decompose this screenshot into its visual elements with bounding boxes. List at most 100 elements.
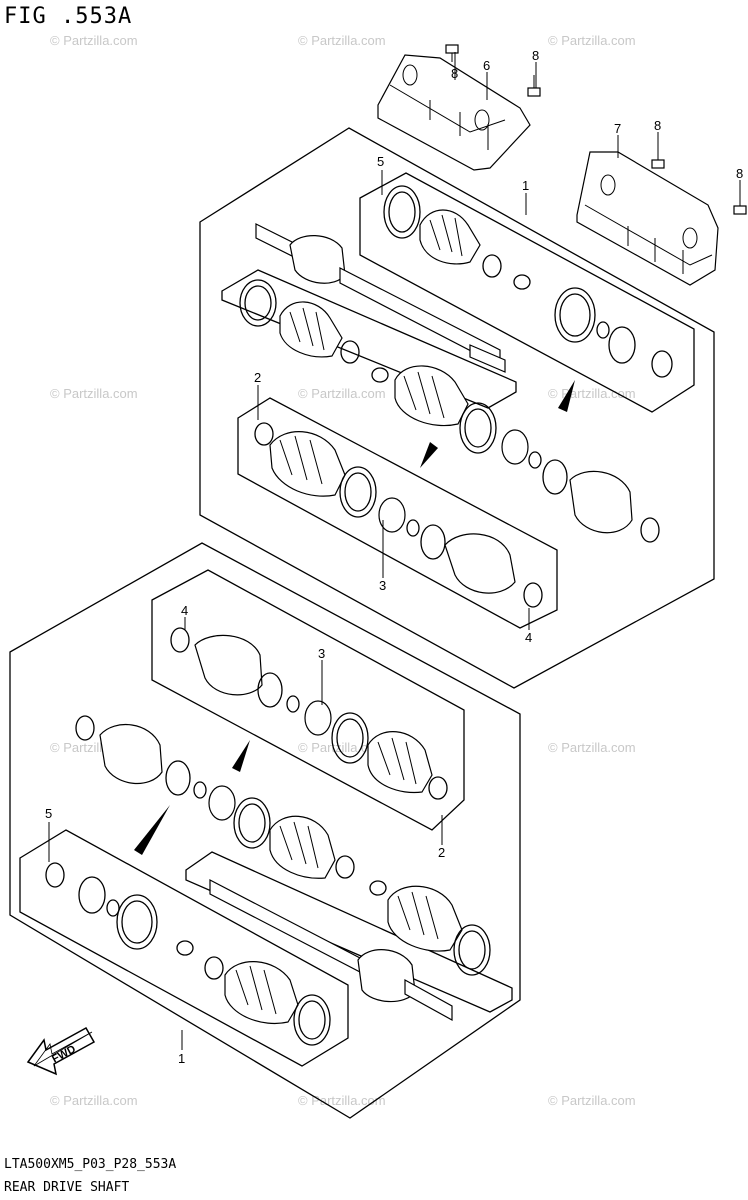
direction-triangle-icon [558,380,575,412]
circlip [45,862,65,888]
watermark: © Partzilla.com [298,740,386,755]
boot-band-inner [121,900,153,944]
drive-shaft-upper [255,223,506,373]
direction-triangle-icon [232,740,250,772]
boot-band [339,466,377,518]
lower-outer-frame [9,542,521,1119]
callout-item-4: 4 [525,630,532,645]
boot-band-inner [336,718,364,758]
circlip [78,876,106,914]
cv-joint-housing [444,533,516,594]
o-ring [406,519,420,537]
watermark: © Partzilla.com [548,33,636,48]
o-ring [193,781,207,799]
watermark: © Partzilla.com [548,386,636,401]
boot-band-inner [388,191,416,233]
upper-box-shaft-kit [221,269,517,409]
boot-band [453,924,491,976]
boot-band-inner [344,472,372,512]
watermark: © Partzilla.com [50,33,138,48]
boot-clamp [176,940,194,956]
boot-band [239,279,277,327]
boot-band [331,712,369,764]
circlip [257,672,283,708]
boot-band [554,287,596,343]
boot-clamp [369,880,387,896]
boot-clamp [204,956,224,980]
circlip [523,582,543,608]
boot-band-inner [244,285,272,321]
callout-bolt-8: 8 [532,48,539,63]
o-ring [528,451,542,469]
boot-band [116,894,158,950]
cv-boot [279,301,343,358]
cv-boot [419,209,481,265]
callout-item-5: 5 [45,806,52,821]
callout-bolt-8: 8 [736,166,743,181]
callout-item-2: 2 [254,370,261,385]
boot-band-inner [458,930,486,970]
callout-bolt-8: 8 [451,66,458,81]
upper-box-item2 [237,397,558,629]
boot-band [459,402,497,454]
circlip [640,517,660,543]
cv-boot [367,731,433,794]
upper-box-item1 [359,172,695,413]
o-ring [106,899,120,917]
drive-shaft-lower [209,879,453,1022]
watermark: © Partzilla.com [298,33,386,48]
callout-item-1: 1 [178,1051,185,1066]
cv-boot [394,365,469,427]
boot-clamp [335,855,355,879]
circlip [651,350,673,378]
boot-band-inner [559,293,591,337]
lower-box-item1 [19,829,349,1067]
watermark: © Partzilla.com [548,1093,636,1108]
bolt-8-a [445,44,459,62]
lower-box-item2 [151,569,465,831]
boot-band [233,797,271,849]
watermark: © Partzilla.com [298,1093,386,1108]
circlip [75,715,95,741]
cv-cage [378,497,406,533]
boot-band-inner [464,408,492,448]
boot-clamp [513,274,531,290]
callout-bracket-7: 7 [614,121,621,136]
boot-clamp [482,254,502,278]
direction-triangle-icon [134,805,170,855]
circlip [165,760,191,796]
cv-joint-housing [569,470,633,534]
watermark-group: © Partzilla.com © Partzilla.com © Partzi… [50,33,636,1108]
cv-boot [269,815,336,879]
bracket-7 [576,151,719,286]
cv-boot [224,961,299,1025]
cv-boot [269,431,346,497]
cv-cage [304,700,332,736]
callout-bolt-8: 8 [654,118,661,133]
callout-item-3: 3 [318,646,325,661]
circlip [542,459,568,495]
boot-clamp [340,340,360,364]
watermark: © Partzilla.com [298,386,386,401]
watermark: © Partzilla.com [50,386,138,401]
o-ring [286,695,300,713]
callout-bracket-6: 6 [483,58,490,73]
cv-cage [501,429,529,465]
o-ring [596,321,610,339]
direction-triangle-icon [420,442,438,468]
boot-clamp [254,422,274,446]
callout-item-3: 3 [379,578,386,593]
watermark: © Partzilla.com [548,740,636,755]
boot-band [383,185,421,239]
diagram-caption: REAR DRIVE SHAFT [4,1180,130,1195]
bracket-6 [377,54,531,171]
bolt-8-b [527,75,541,97]
fwd-arrow-icon: FWD [26,1026,96,1076]
diagram-code: LTA500XM5_P03_P28_553A [4,1157,177,1172]
callout-item-2: 2 [438,845,445,860]
cv-joint-housing [99,723,163,785]
watermark: © Partzilla.com [50,1093,138,1108]
circlip [170,627,190,653]
cv-boot [387,885,463,952]
